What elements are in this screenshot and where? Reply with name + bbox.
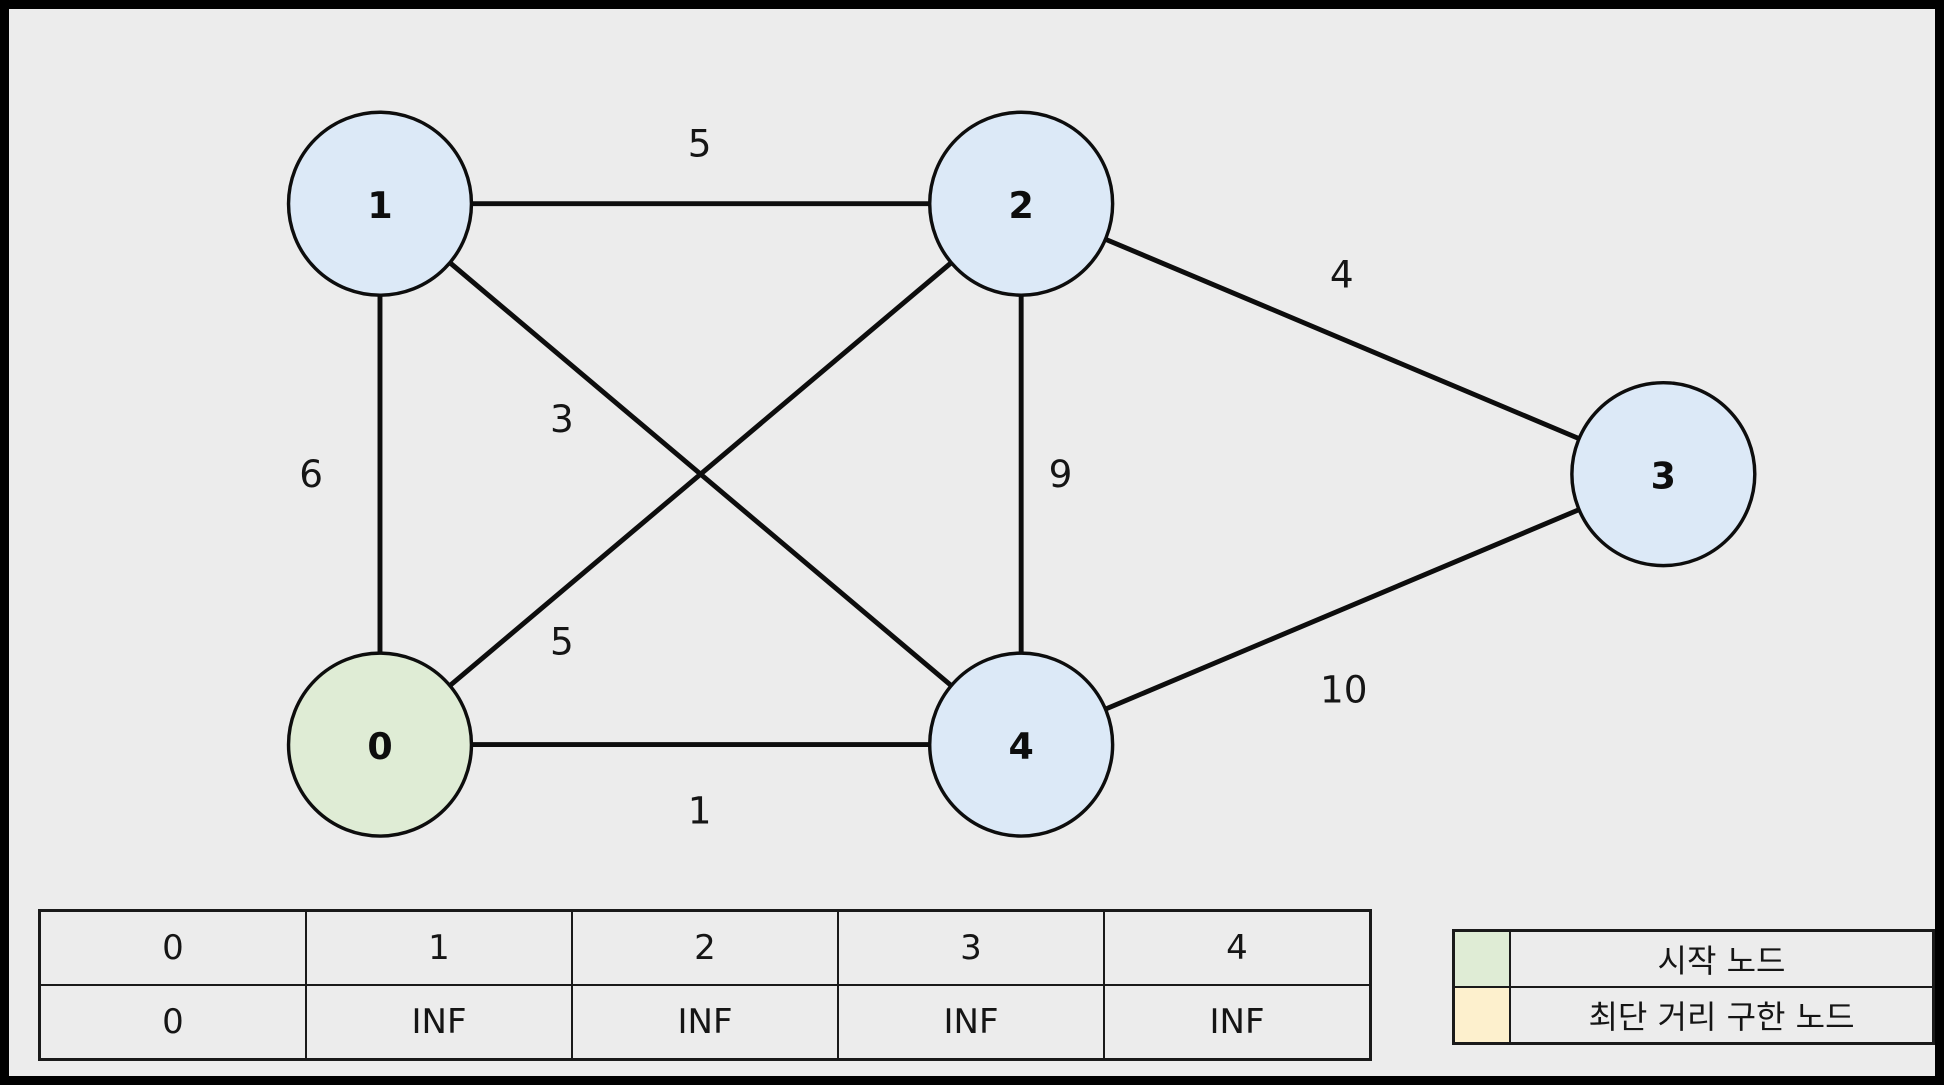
distance-table-header-cell: 1 <box>305 909 573 986</box>
node-label-3: 3 <box>1651 455 1676 498</box>
edge-0-2 <box>448 260 953 688</box>
distance-table-header-cell: 4 <box>1103 909 1372 986</box>
distance-table-value-cell: 0 <box>38 984 307 1061</box>
edge-weight-2-4: 9 <box>1049 452 1073 496</box>
distance-table-value-cell: INF <box>837 984 1105 1061</box>
node-2[interactable] <box>927 110 1115 297</box>
legend-color-swatch <box>1452 986 1511 1045</box>
legend-label: 최단 거리 구한 노드 <box>1509 986 1935 1045</box>
nodes-group: 0 1 2 3 4 <box>286 110 1757 838</box>
edge-weight-0-4: 1 <box>688 788 712 832</box>
legend-row: 최단 거리 구한 노드 <box>1452 986 1935 1045</box>
graph-svg: 0 1 2 3 4 5 6 3 5 4 9 1 10 <box>286 110 1757 838</box>
edge-2-3 <box>1104 236 1581 441</box>
distance-table-header-cell: 3 <box>837 909 1105 986</box>
node-1[interactable] <box>286 110 474 297</box>
edge-weight-2-3: 4 <box>1330 253 1354 297</box>
edge-weight-1-2: 5 <box>688 122 712 166</box>
node-0[interactable] <box>286 651 474 838</box>
node-4[interactable] <box>927 651 1115 838</box>
edge-weight-3-4: 10 <box>1320 668 1368 712</box>
edges-group <box>377 201 1581 748</box>
node-label-4: 4 <box>1009 725 1034 768</box>
edge-weight-1-4: 3 <box>550 397 574 441</box>
node-label-0: 0 <box>367 725 392 768</box>
distance-table-header-cell: 0 <box>38 909 307 986</box>
edge-3-4 <box>1104 507 1581 712</box>
node-label-1: 1 <box>367 184 392 227</box>
legend-label: 시작 노드 <box>1509 929 1935 988</box>
legend-color-swatch <box>1452 929 1511 988</box>
edge-weight-0-1: 6 <box>299 452 323 496</box>
node-3[interactable] <box>1570 380 1757 568</box>
distance-table-header-cell: 2 <box>571 909 839 986</box>
distance-table-value-cell: INF <box>305 984 573 1061</box>
distance-table-value-cell: INF <box>571 984 839 1061</box>
legend-row: 시작 노드 <box>1452 929 1935 988</box>
edge-weight-0-2: 5 <box>550 619 574 663</box>
node-label-2: 2 <box>1009 184 1034 227</box>
distance-table-value-cell: INF <box>1103 984 1372 1061</box>
